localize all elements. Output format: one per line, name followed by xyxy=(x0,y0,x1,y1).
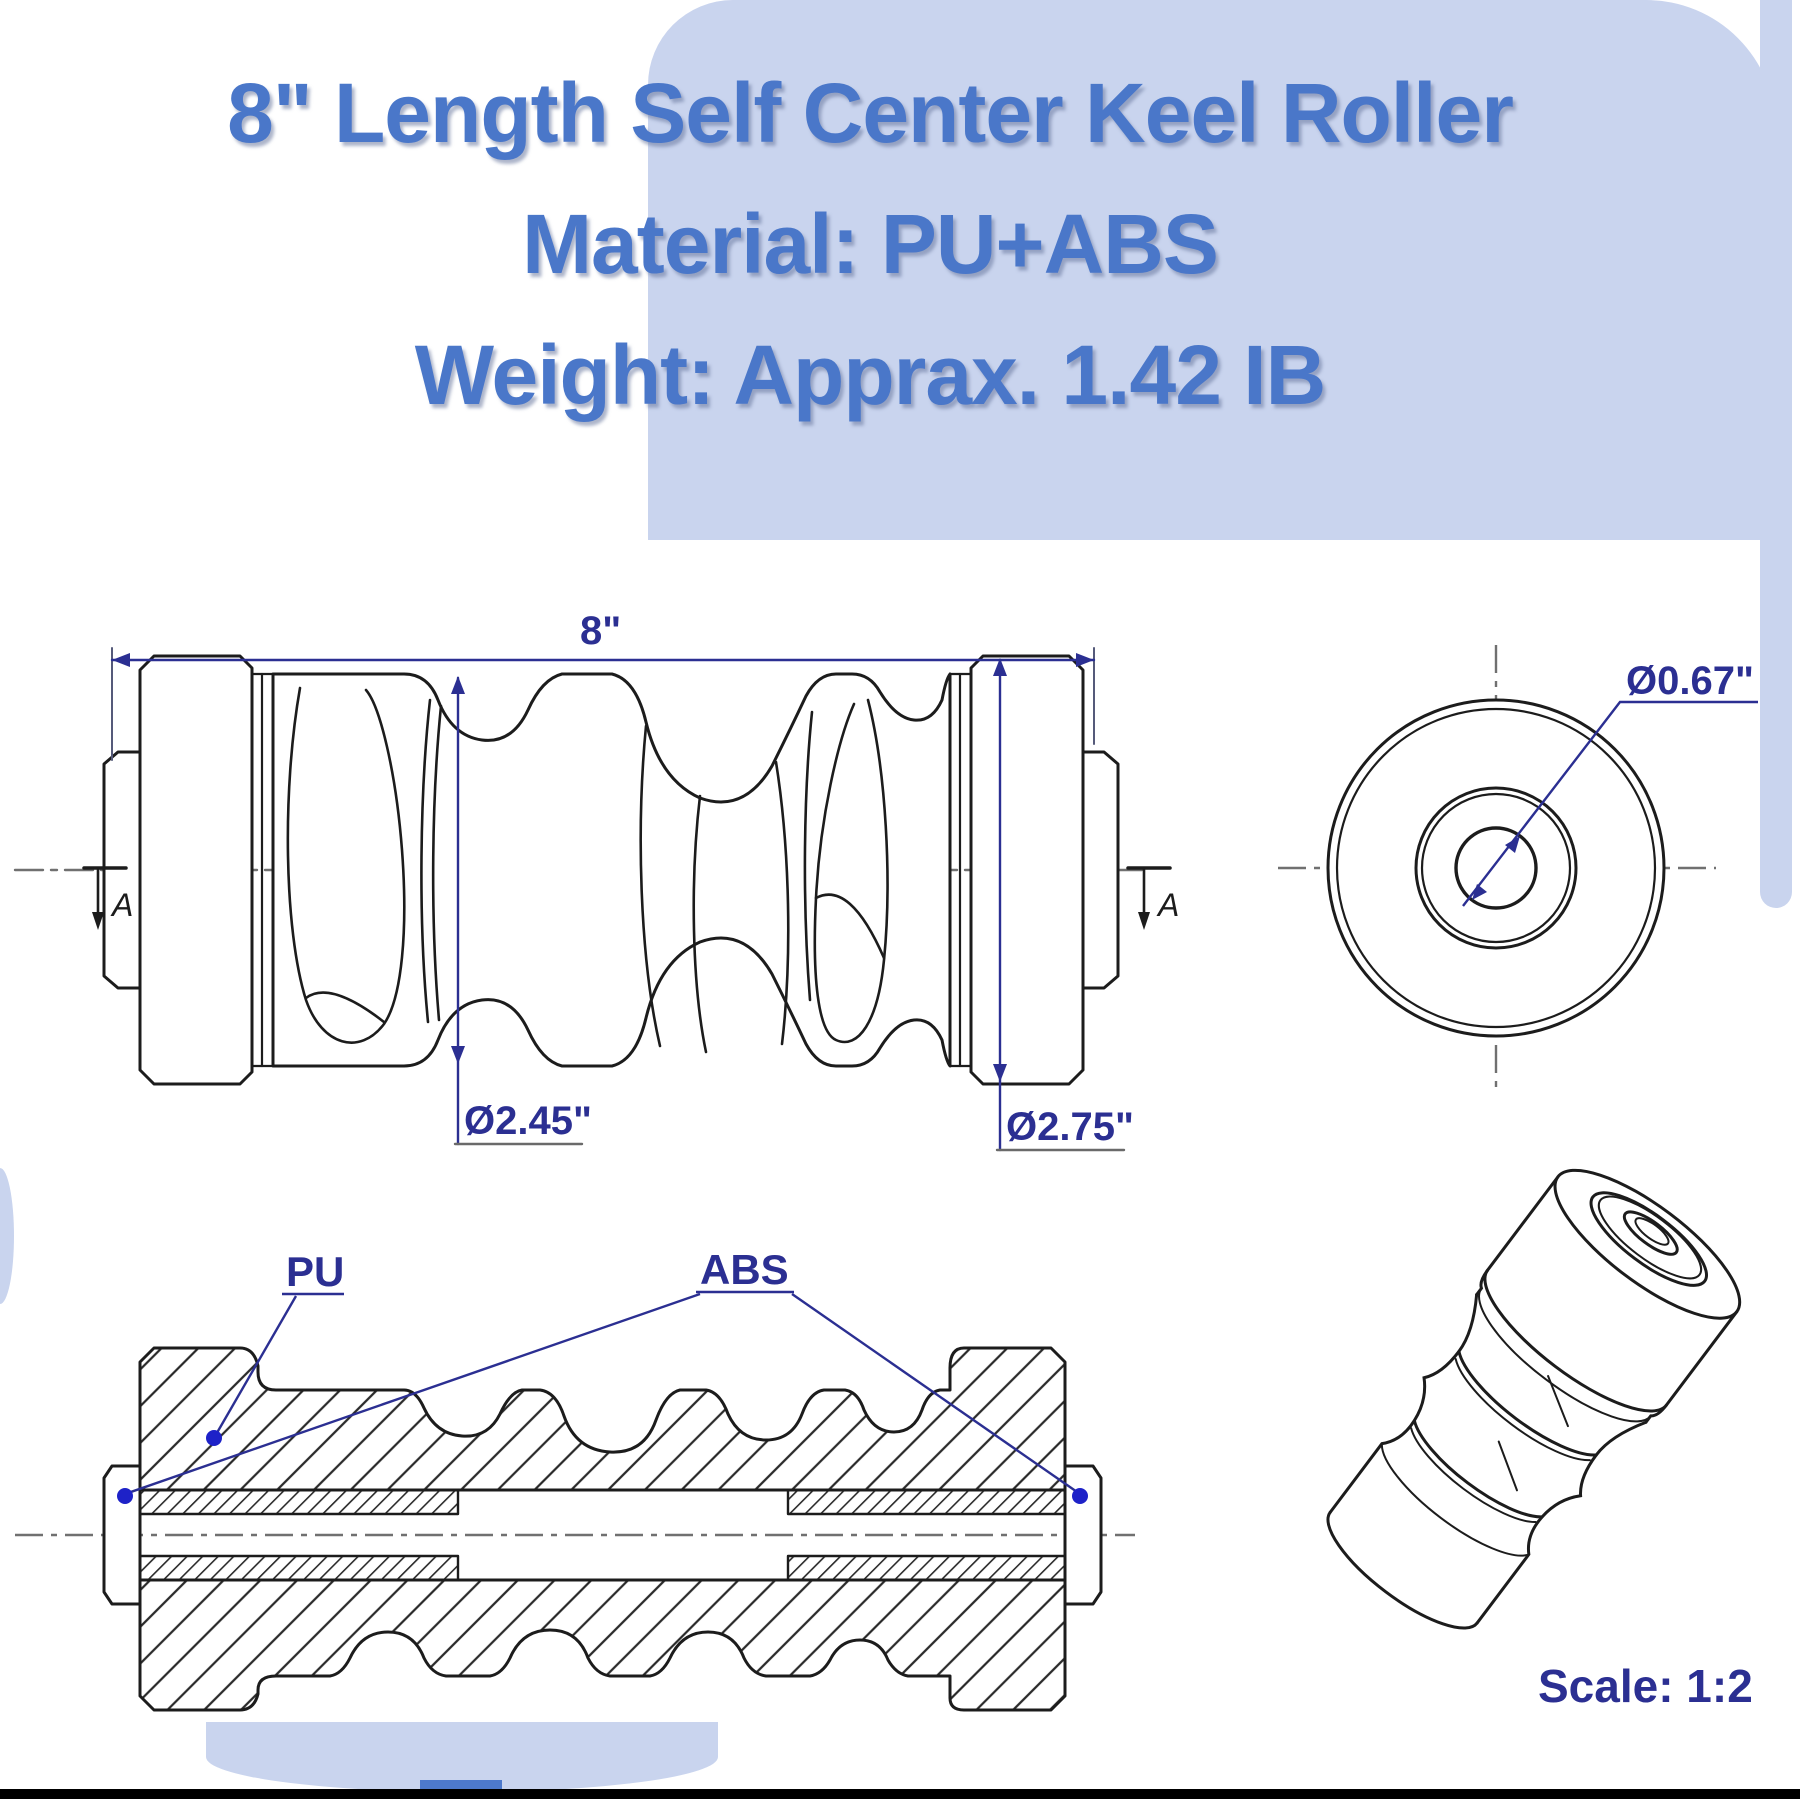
roller-body-outline xyxy=(271,672,952,1068)
title-background-rounded-rect xyxy=(648,0,1776,540)
abs-indicator-dot-left xyxy=(117,1488,133,1504)
right-hub xyxy=(1081,750,1120,990)
section-marker-left-label: A xyxy=(110,887,133,923)
title-block: 8" Length Self Center Keel Roller Materi… xyxy=(130,48,1610,441)
section-marker-right: A xyxy=(1126,866,1179,930)
flange-diameter-label: Ø2.75" xyxy=(1006,1105,1134,1149)
hub-outer-circle xyxy=(1414,786,1578,950)
scale-label: Scale: 1:2 xyxy=(1538,1660,1753,1712)
bore-circle xyxy=(1454,826,1538,910)
left-flange xyxy=(138,654,254,1086)
bottom-border-bar xyxy=(0,1789,1800,1799)
abs-label: ABS xyxy=(700,1246,789,1293)
title-line-product: 8" Length Self Center Keel Roller xyxy=(227,66,1514,160)
flange-inner-circle xyxy=(1335,707,1657,1029)
isometric-view: Scale: 1:2 xyxy=(1326,1168,1753,1712)
section-marker-right-label: A xyxy=(1156,887,1179,923)
length-dimension: 8" xyxy=(110,609,1096,761)
pu-indicator-dot xyxy=(206,1430,222,1446)
section-upper-half xyxy=(138,1346,1067,1492)
abs-indicator-dot-right xyxy=(1072,1488,1088,1504)
side-view: 8" Ø2.45" Ø2.75" xyxy=(13,609,1179,1152)
abs-callout: ABS xyxy=(117,1246,1088,1504)
pu-label: PU xyxy=(286,1248,344,1295)
groove-diameter-dimension: Ø2.45" xyxy=(451,676,592,1146)
title-line-material: Material: PU+ABS xyxy=(522,197,1219,292)
end-view: Ø0.67" xyxy=(1278,645,1758,1094)
bore-diameter-dimension: Ø0.67" xyxy=(1462,659,1758,907)
helical-groove-lines xyxy=(286,686,889,1054)
length-dimension-label: 8" xyxy=(580,609,621,653)
abs-sleeve-strips xyxy=(138,1488,1067,1582)
pu-callout: PU xyxy=(206,1248,344,1446)
section-left-hub xyxy=(102,1464,142,1606)
right-flange xyxy=(969,654,1085,1086)
flange-diameter-dimension: Ø2.75" xyxy=(993,658,1134,1152)
right-edge-accent-strip xyxy=(1760,0,1792,908)
section-lower-half xyxy=(138,1578,1067,1712)
left-hub xyxy=(102,750,142,990)
title-line-weight: Weight: Apprax. 1.42 IB xyxy=(414,328,1327,423)
hub-inner-circle xyxy=(1420,792,1572,944)
left-edge-accent-sliver xyxy=(0,1168,14,1304)
section-marker-left: A xyxy=(82,866,133,930)
cross-section-view: PU ABS xyxy=(15,1246,1135,1712)
bore-diameter-label: Ø0.67" xyxy=(1626,659,1754,703)
groove-diameter-label: Ø2.45" xyxy=(464,1099,592,1143)
